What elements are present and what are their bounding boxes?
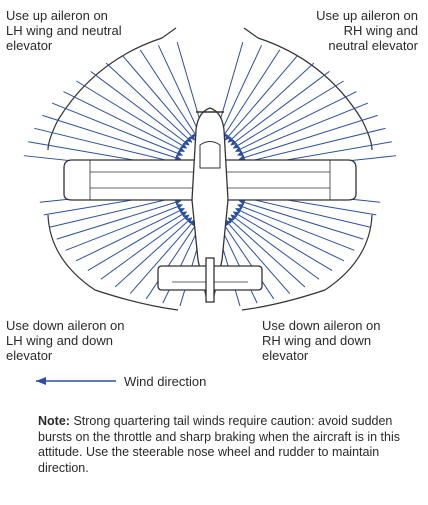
- wind-arrow-upper-right: [230, 71, 330, 146]
- wind-arrow-upper-left: [90, 71, 190, 146]
- wind-arrow-upper-right: [224, 55, 298, 141]
- aircraft-fin: [205, 257, 215, 303]
- wind-arrow-upper-right: [237, 102, 369, 157]
- wind-arrow-lower-left: [87, 211, 188, 271]
- label-upper-left: Use up aileron on LH wing and neutral el…: [6, 8, 122, 53]
- wind-arrow-lower-left: [49, 194, 180, 228]
- wind-arrow-lower-left: [56, 199, 182, 240]
- wind-arrow-lower-right: [221, 221, 275, 300]
- aircraft-canopy: [199, 141, 221, 169]
- wind-arrow-lower-left: [65, 203, 183, 251]
- wind-arrow-upper-left: [105, 62, 193, 143]
- wind-arrow-lower-left: [129, 219, 196, 294]
- note-prefix: Note:: [38, 414, 70, 428]
- wind-arrow-upper-left: [51, 102, 183, 157]
- wind-arrow-lower-left: [75, 207, 185, 262]
- wind-arrow-lower-right: [235, 207, 345, 262]
- wind-arrow-upper-left: [157, 45, 202, 138]
- wind-arrow-upper-right: [232, 80, 344, 149]
- wind-arrow-lower-right: [240, 194, 371, 228]
- note-paragraph: Note: Strong quartering tail winds requi…: [38, 414, 408, 476]
- boundary-arc-upper-right: [243, 27, 373, 151]
- quadrant-boundaries: [47, 27, 373, 311]
- wind-arrow-lower-left: [145, 221, 199, 300]
- wind-arrow-lower-right: [232, 211, 333, 271]
- wind-arrow-upper-left: [139, 49, 199, 139]
- wind-arrow-lower-left: [114, 217, 193, 288]
- boundary-arc-upper-left: [47, 27, 177, 151]
- wind-arrow-upper-left: [42, 114, 182, 161]
- boundary-arc-lower-right: [241, 214, 373, 311]
- wind-arrow-upper-right: [218, 45, 263, 138]
- note-text: Strong quartering tail winds require cau…: [38, 414, 400, 475]
- legend-arrow: [36, 377, 116, 385]
- label-lower-left: Use down aileron on LH wing and down ele…: [6, 318, 125, 363]
- label-upper-right: Use up aileron on RH wing and neutral el…: [316, 8, 418, 53]
- wind-arrow-upper-left: [76, 80, 188, 149]
- label-lower-right: Use down aileron on RH wing and down ele…: [262, 318, 381, 363]
- wind-arrow-upper-right: [221, 49, 281, 139]
- wind-arrow-lower-right: [230, 214, 320, 280]
- wind-arrows: [23, 41, 397, 307]
- legend-label: Wind direction: [124, 374, 207, 389]
- wind-arrow-upper-right: [227, 62, 315, 143]
- wind-arrow-upper-left: [34, 127, 180, 166]
- wind-arrow-lower-right: [224, 219, 291, 294]
- boundary-arc-lower-left: [47, 214, 179, 311]
- wind-arrow-lower-left: [100, 214, 190, 280]
- wind-arrow-upper-left: [63, 91, 185, 153]
- wind-arrow-lower-right: [227, 217, 306, 288]
- wind-arrow-lower-right: [237, 203, 355, 251]
- wind-arrow-lower-right: [238, 199, 364, 240]
- wind-arrow-upper-left: [122, 55, 196, 141]
- wind-arrow-upper-right: [235, 91, 357, 153]
- aircraft-top-view: [63, 107, 357, 303]
- wind-arrow-upper-right: [240, 127, 386, 166]
- wind-arrow-upper-right: [238, 114, 378, 161]
